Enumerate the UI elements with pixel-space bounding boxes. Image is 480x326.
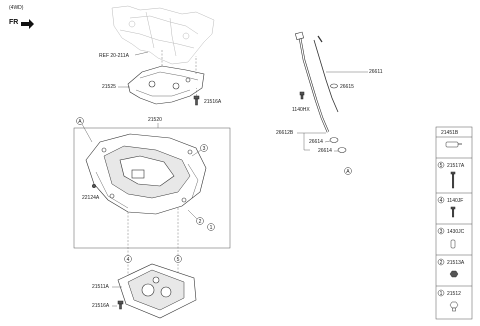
nut-icon	[449, 270, 459, 278]
upper-oil-pan-part	[85, 133, 207, 215]
legend-row-3-code: 1430JC	[447, 229, 465, 235]
drain-plug-icon	[449, 301, 459, 312]
ref-a-gauge-mark	[344, 167, 352, 175]
legend-row-4-code: 1140JF	[447, 198, 463, 204]
engine-block-ghost	[111, 5, 215, 65]
legend-row-5-code: 21517A	[447, 163, 465, 169]
legend-row-3-num: 3	[440, 229, 443, 235]
ref-a-pan-letter: A	[78, 119, 82, 125]
oil-pan-group-box	[73, 127, 231, 249]
legend-row-2-num: 2	[440, 260, 443, 266]
skid-plate-part	[127, 65, 205, 105]
drain-bolt-icon	[117, 300, 124, 310]
ref-a-pan-mark	[76, 117, 84, 125]
bolt-icon	[450, 206, 456, 218]
o-ring-icon	[330, 83, 338, 89]
legend-row-2-code: 21513A	[447, 260, 465, 266]
lower-oil-pan-part	[117, 263, 197, 319]
part-26611-label: 26611	[369, 69, 383, 75]
part-26615-label: 26615	[340, 84, 354, 90]
part-21525-label: 21525	[102, 84, 116, 90]
legend-row-4-num: 4	[440, 198, 443, 204]
direction-label: FR	[9, 19, 18, 26]
legend-row-5-num: 5	[440, 163, 443, 169]
mark-2-text: 2	[199, 219, 202, 225]
mark-3-text: 3	[203, 146, 206, 152]
dowel-pin-icon	[450, 239, 456, 249]
mark-2	[196, 217, 204, 225]
gasket-ring-icon	[329, 137, 339, 143]
mark-4-text: 4	[127, 257, 130, 263]
gasket-tube-icon	[445, 141, 462, 148]
part-22124a-label: 22124A	[82, 195, 100, 201]
ref-leader	[134, 51, 149, 56]
part-21520-label: 21520	[148, 117, 162, 123]
part-26612b-label: 26612B	[276, 130, 294, 136]
legend-row-1-num: 1	[440, 291, 443, 297]
mark-3	[200, 144, 208, 152]
legend-header: 21451B	[441, 130, 459, 136]
bolt-icon	[193, 95, 200, 106]
mark-1-text: 1	[210, 225, 213, 231]
legend-row-1-code: 21512	[447, 291, 461, 297]
part-26614b-label: 26614	[318, 148, 332, 154]
part-21516a-top-label: 21516A	[204, 99, 222, 105]
long-bolt-icon	[450, 171, 456, 189]
dipstick-tube-part	[294, 31, 339, 133]
mark-4	[124, 255, 132, 263]
part-21516a-bottom-label: 21516A	[92, 303, 110, 309]
fastener-legend: 21451B 5 21517A 4 1140JF 3 1430JC	[435, 126, 473, 320]
variant-label: (4WD)	[9, 5, 24, 11]
ref-callout: REF 20-211A	[99, 53, 130, 59]
mark-5	[174, 255, 182, 263]
mark-5-text: 5	[177, 257, 180, 263]
part-21511a-label: 21511A	[92, 284, 110, 290]
ref-a-gauge-letter: A	[346, 169, 350, 175]
gasket-ring-2-icon	[337, 147, 347, 153]
part-1140hx-label: 1140HX	[292, 107, 310, 113]
sensor-plug-icon	[91, 183, 97, 189]
front-arrow-icon	[21, 19, 34, 29]
mark-1	[207, 223, 215, 231]
bracket-bolt-icon	[299, 91, 305, 100]
part-26614a-label: 26614	[309, 139, 323, 145]
